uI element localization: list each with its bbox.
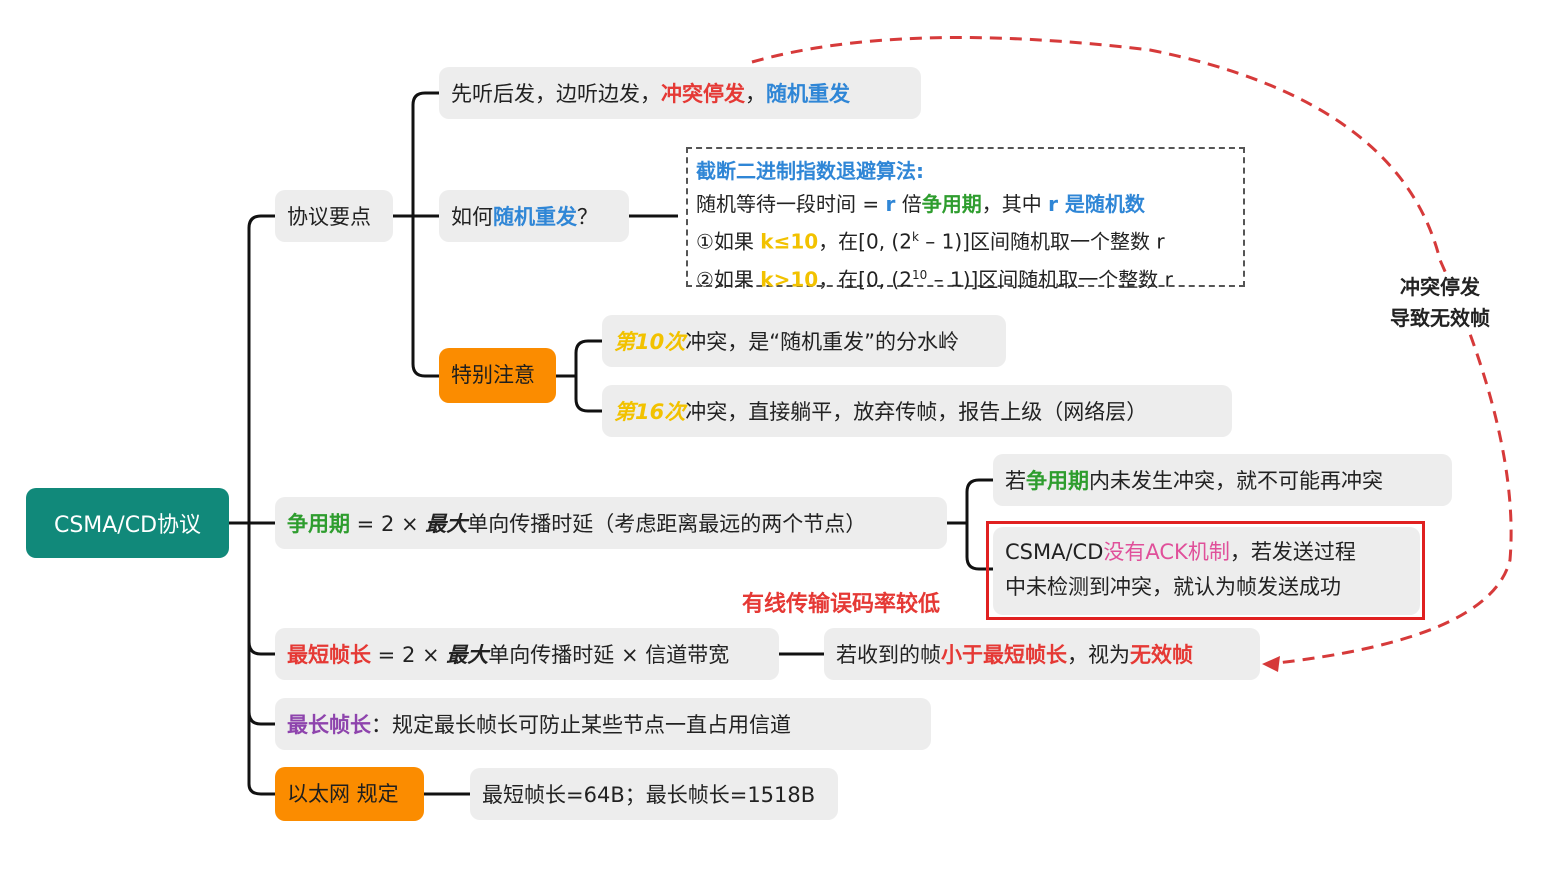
side-note: 冲突停发 导致无效帧 <box>1378 272 1502 334</box>
min-frame-node: 最短帧长 = 2 × 最大单向传播时延 × 信道带宽 <box>275 628 779 680</box>
ethernet-values-node: 最短帧长=64B；最长帧长=1518B <box>470 768 838 820</box>
comma: ， <box>745 82 766 106</box>
formula-part: = 2 × <box>371 643 447 667</box>
root-label: CSMA/CD协议 <box>53 513 202 538</box>
protocol-points-label: 协议要点 <box>287 205 371 229</box>
protocol-points-node: 协议要点 <box>275 190 393 242</box>
random-resend-text: 随机重发 <box>766 82 850 106</box>
no-collision-text: 内未发生冲突，就不可能再冲突 <box>1089 469 1383 493</box>
ethernet-values-text: 最短帧长=64B；最长帧长=1518B <box>482 783 816 807</box>
sixteenth-collision-text: 冲突，直接躺平，放弃传帧，报告上级（网络层） <box>685 400 1148 424</box>
contention-period-node: 争用期 = 2 × 最大单向传播时延（考虑距离最远的两个节点） <box>275 497 947 549</box>
random-resend-text: 随机重发 <box>493 205 577 229</box>
tenth-collision-node: 第10次冲突，是“随机重发”的分水岭 <box>602 315 1006 367</box>
listen-send-text: 先听后发，边听边发， <box>451 82 661 106</box>
no-ack-node: CSMA/CD没有ACK机制，若发送过程 中未检测到冲突，就认为帧发送成功 <box>993 527 1420 615</box>
max-frame-description: ：规定最长帧长可防止某些节点一直占用信道 <box>371 713 791 737</box>
formula-part: = 2 × <box>350 512 426 536</box>
ethernet-rule-node: 以太网 规定 <box>275 767 424 821</box>
max-frame-node: 最长帧长：规定最长帧长可防止某些节点一直占用信道 <box>275 698 931 750</box>
invalid-frame-node: 若收到的帧小于最短帧长，视为无效帧 <box>824 628 1260 680</box>
side-note-line-1: 冲突停发 <box>1400 275 1480 299</box>
backoff-line-1: 随机等待一段时间 = r 倍争用期，其中 r 是随机数 <box>696 192 1145 216</box>
backoff-title: 截断二进制指数退避算法: <box>696 159 924 183</box>
if-text: 若 <box>1005 469 1026 493</box>
root-node: CSMA/CD协议 <box>26 488 229 558</box>
min-frame-description: 单向传播时延 × 信道带宽 <box>488 643 730 667</box>
success-text: 中未检测到冲突，就认为帧发送成功 <box>1005 575 1341 599</box>
ethernet-rule-label: 以太网 规定 <box>287 782 399 806</box>
invalid-frame-text: 无效帧 <box>1130 643 1193 667</box>
max-emphasis: 最大 <box>425 512 468 536</box>
max-frame-label: 最长帧长 <box>287 713 371 737</box>
special-attention-node: 特别注意 <box>439 348 556 403</box>
no-ack-text: 没有ACK机制 <box>1103 540 1230 564</box>
side-note-line-2: 导致无效帧 <box>1390 306 1490 330</box>
max-emphasis: 最大 <box>446 643 489 667</box>
how-resend-node: 如何随机重发？ <box>439 190 629 242</box>
sending-text: ，若发送过程 <box>1229 540 1356 564</box>
csma-cd-text: CSMA/CD <box>1005 540 1104 564</box>
contention-description: 单向传播时延（考虑距离最远的两个节点） <box>467 512 867 536</box>
treated-as-text: ，视为 <box>1067 643 1130 667</box>
highlight-box <box>986 521 1425 620</box>
tenth-collision-label: 第10次 <box>614 330 686 354</box>
tenth-collision-text: 冲突，是“随机重发”的分水岭 <box>685 330 959 354</box>
contention-period-label: 争用期 <box>287 512 350 536</box>
backoff-line-3: ②如果 k>10，在[0, (210 – 1)]区间随机取一个整数 r <box>696 267 1173 292</box>
smaller-than-min-text: 小于最短帧长 <box>941 643 1067 667</box>
collision-stop-text: 冲突停发 <box>661 82 745 106</box>
special-attention-label: 特别注意 <box>451 363 535 387</box>
listen-send-node: 先听后发，边听边发，冲突停发，随机重发 <box>439 67 921 119</box>
backoff-algorithm-box: 截断二进制指数退避算法: 随机等待一段时间 = r 倍争用期，其中 r 是随机数… <box>686 147 1245 291</box>
contention-period-label: 争用期 <box>1026 469 1089 493</box>
min-frame-label: 最短帧长 <box>287 643 371 667</box>
sixteenth-collision-node: 第16次冲突，直接躺平，放弃传帧，报告上级（网络层） <box>602 385 1232 437</box>
received-text: 若收到的帧 <box>836 643 941 667</box>
how-text: 如何 <box>451 205 493 229</box>
sixteenth-collision-label: 第16次 <box>614 400 686 424</box>
backoff-line-2: ①如果 k≤10，在[0, (2k – 1)]区间随机取一个整数 r <box>696 229 1165 254</box>
low-error-rate-note: 有线传输误码率较低 <box>742 592 941 617</box>
question-mark: ？ <box>577 205 598 229</box>
no-collision-node: 若争用期内未发生冲突，就不可能再冲突 <box>993 454 1452 506</box>
